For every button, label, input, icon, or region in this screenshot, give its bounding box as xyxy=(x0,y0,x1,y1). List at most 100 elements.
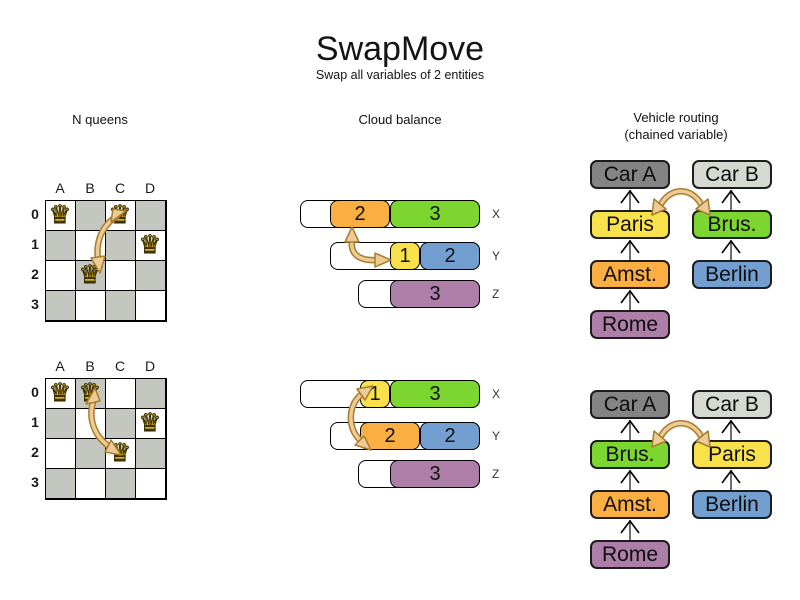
col-label-c2: C xyxy=(114,358,126,374)
row-label2-3: 3 xyxy=(31,474,39,490)
car-a-box: Car A xyxy=(590,160,670,189)
process-block: 2 xyxy=(330,200,390,228)
board-cell xyxy=(136,231,166,261)
process-block: 3 xyxy=(390,280,480,308)
col-label-d: D xyxy=(144,180,156,196)
board-cell xyxy=(76,439,106,469)
board-cell xyxy=(136,409,166,439)
board-cell xyxy=(136,439,166,469)
car-b-box: Car B xyxy=(692,160,772,189)
car-b-label: Car B xyxy=(705,392,759,416)
city-label: Amst. xyxy=(603,492,657,516)
cloud-header: Cloud balance xyxy=(358,112,442,127)
process-block: 2 xyxy=(360,422,420,450)
process-block: 3 xyxy=(390,460,480,488)
city-label: Rome xyxy=(601,542,659,566)
row-label2-1: 1 xyxy=(31,414,39,430)
process-value: 2 xyxy=(354,202,366,225)
board-cell xyxy=(106,379,136,409)
col-label-a2: A xyxy=(55,358,65,374)
computer-label-y-after: Y xyxy=(492,429,501,443)
board-cell xyxy=(76,409,106,439)
board-cell xyxy=(136,261,166,291)
process-value: 3 xyxy=(429,282,441,305)
board-cell xyxy=(136,201,166,231)
city-label: Brus. xyxy=(605,442,655,466)
car-a-box-after: Car A xyxy=(590,390,670,419)
board-cell xyxy=(76,231,106,261)
row-label-2: 2 xyxy=(31,266,39,282)
process-block: 2 xyxy=(420,242,480,270)
board-cell xyxy=(136,379,166,409)
process-value: 3 xyxy=(429,462,441,485)
col-label-b: B xyxy=(85,180,95,196)
process-block: 1 xyxy=(390,242,420,270)
city-box-berlin: Berlin xyxy=(692,260,772,289)
board-cell xyxy=(46,439,76,469)
city-label: Berlin xyxy=(705,492,759,516)
car-a-label: Car A xyxy=(603,162,657,186)
board-cell xyxy=(46,201,76,231)
city-label: Paris xyxy=(708,442,756,466)
process-value: 3 xyxy=(429,382,441,405)
row-label-3: 3 xyxy=(31,296,39,312)
queen-icon-c0: ♛ xyxy=(108,199,132,229)
row-label2-2: 2 xyxy=(31,444,39,460)
process-value: 1 xyxy=(369,382,381,405)
queen-icon-a0: ♛ xyxy=(48,199,72,229)
city-box-paris: Paris xyxy=(590,210,670,239)
city-box-brus-after: Brus. xyxy=(590,440,670,469)
nqueens-header: N queens xyxy=(72,112,128,127)
computer-label-z-after: Z xyxy=(492,467,500,481)
board-cell xyxy=(106,409,136,439)
process-block: 3 xyxy=(390,200,480,228)
board-cell xyxy=(106,469,136,499)
queen-icon-d1: ♛ xyxy=(138,229,162,259)
process-value: 1 xyxy=(399,244,411,267)
queen-icon-b2: ♛ xyxy=(78,259,102,289)
vehicle-header-line1: Vehicle routing xyxy=(633,110,719,125)
board-cell xyxy=(46,409,76,439)
process-value: 2 xyxy=(444,244,456,267)
col-label-a: A xyxy=(55,180,65,196)
chain-arrow xyxy=(620,189,741,310)
city-box-amst: Amst. xyxy=(590,260,670,289)
city-box-rome-after: Rome xyxy=(590,540,670,569)
computer-label-x-after: X xyxy=(492,387,501,401)
city-label: Brus. xyxy=(707,212,757,236)
city-label: Paris xyxy=(606,212,654,236)
computer-label-y: Y xyxy=(492,249,501,263)
board-cell xyxy=(46,291,76,321)
city-box-brus: Brus. xyxy=(692,210,772,239)
board-cell xyxy=(106,291,136,321)
process-value: 3 xyxy=(429,202,441,225)
city-box-amst-after: Amst. xyxy=(590,490,670,519)
queen-icon-c2-after: ♛ xyxy=(108,437,132,467)
board-cell xyxy=(136,291,166,321)
board-cell xyxy=(76,201,106,231)
page-title: SwapMove xyxy=(315,30,485,68)
queen-icon-d1-after: ♛ xyxy=(138,407,162,437)
vehicle-header: Vehicle routing (chained variable) xyxy=(586,109,766,143)
board-cell xyxy=(136,469,166,499)
car-b-box-after: Car B xyxy=(692,390,772,419)
queen-icon-b0-after: ♛ xyxy=(78,377,102,407)
board-cell xyxy=(46,469,76,499)
board-cell xyxy=(76,469,106,499)
city-box-rome: Rome xyxy=(590,310,670,339)
row-label2-0: 0 xyxy=(31,384,39,400)
process-block: 1 xyxy=(360,380,390,408)
process-block: 2 xyxy=(420,422,480,450)
board-cell xyxy=(76,291,106,321)
queen-icon-a0-after: ♛ xyxy=(48,377,72,407)
car-a-label: Car A xyxy=(603,392,657,416)
city-label: Amst. xyxy=(603,262,657,286)
city-box-berlin-after: Berlin xyxy=(692,490,772,519)
page-subtitle: Swap all variables of 2 entities xyxy=(315,68,485,82)
process-value: 2 xyxy=(384,424,396,447)
city-label: Berlin xyxy=(705,262,759,286)
city-box-paris-after: Paris xyxy=(692,440,772,469)
col-label-c: C xyxy=(114,180,126,196)
process-value: 2 xyxy=(444,424,456,447)
